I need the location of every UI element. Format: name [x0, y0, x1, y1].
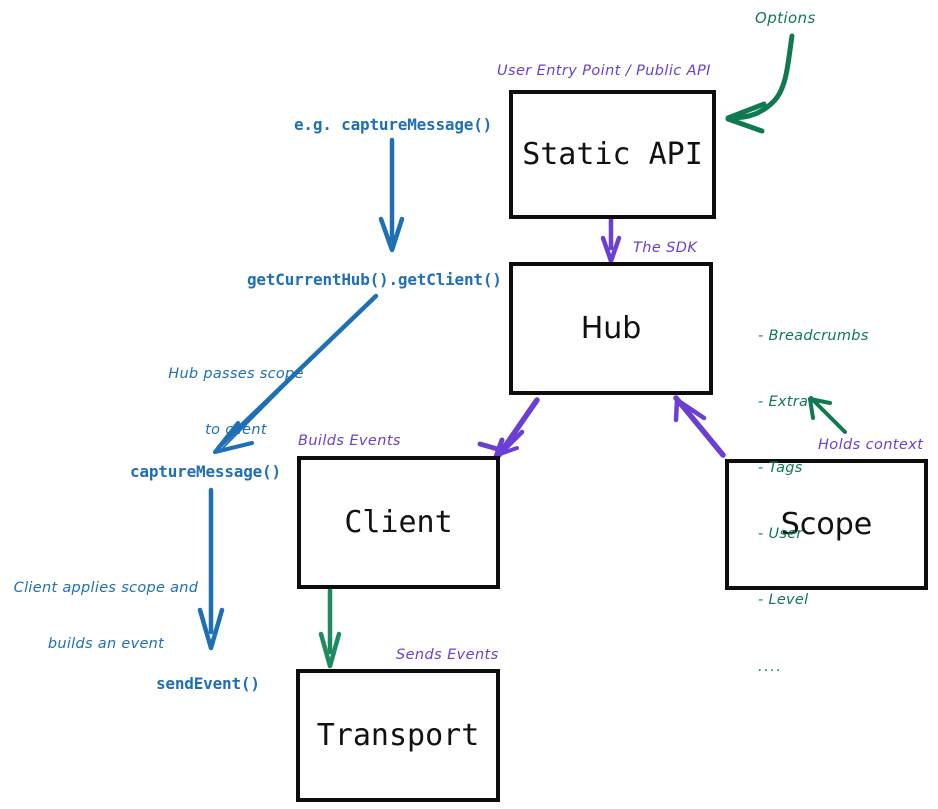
context-list-item: - Breadcrumbs: [758, 328, 869, 345]
context-list-item: - Tags: [758, 460, 803, 477]
label-builds-events: Builds Events: [298, 433, 401, 449]
context-list-item: - User: [758, 526, 803, 543]
node-scope-label: Scope: [780, 507, 873, 542]
context-list-item: - Level: [758, 592, 809, 609]
label-capture-message-example: e.g. captureMessage(): [294, 115, 493, 134]
label-user-entry-point: User Entry Point / Public API: [497, 63, 711, 79]
note-client-applies-scope: Client applies scope and builds an event: [8, 541, 204, 692]
label-sends-events: Sends Events: [396, 647, 499, 663]
label-holds-context: Holds context: [818, 437, 924, 453]
arrow-static-api-to-hub: [600, 216, 622, 264]
note-line-2: to client: [205, 422, 267, 439]
node-hub-label: Hub: [580, 311, 642, 346]
arrow-scope-to-hub: [673, 395, 726, 458]
note-hub-passes-scope: Hub passes scope to client: [160, 327, 312, 478]
note-line-1: Client applies scope and: [13, 579, 199, 596]
node-static-api[interactable]: Static API: [509, 90, 716, 219]
label-options: Options: [755, 9, 816, 27]
label-get-current-hub: getCurrentHub().getClient(): [247, 270, 502, 289]
label-send-event: sendEvent(): [156, 674, 260, 693]
scope-context-list: - Breadcrumbs - Extra - Tags - User - Le…: [758, 281, 869, 722]
node-client-label: Client: [344, 505, 453, 540]
node-scope[interactable]: Scope: [725, 459, 928, 590]
node-transport-label: Transport: [316, 718, 480, 753]
note-line-2: builds an event: [47, 636, 165, 653]
node-hub[interactable]: Hub: [509, 262, 713, 395]
arrow-options-to-static-api: [725, 33, 795, 134]
label-capture-message: captureMessage(): [130, 462, 281, 481]
arrow-capture-message-down: [378, 137, 405, 253]
node-static-api-label: Static API: [522, 137, 703, 172]
node-client[interactable]: Client: [297, 456, 500, 589]
arrow-hub-to-client: [477, 397, 540, 461]
note-line-1: Hub passes scope: [168, 365, 304, 382]
node-transport[interactable]: Transport: [296, 669, 500, 802]
context-list-item: - Extra: [758, 394, 809, 411]
label-the-sdk: The SDK: [633, 240, 698, 256]
context-list-ellipsis: ....: [758, 658, 783, 675]
arrow-client-to-transport: [318, 587, 342, 669]
